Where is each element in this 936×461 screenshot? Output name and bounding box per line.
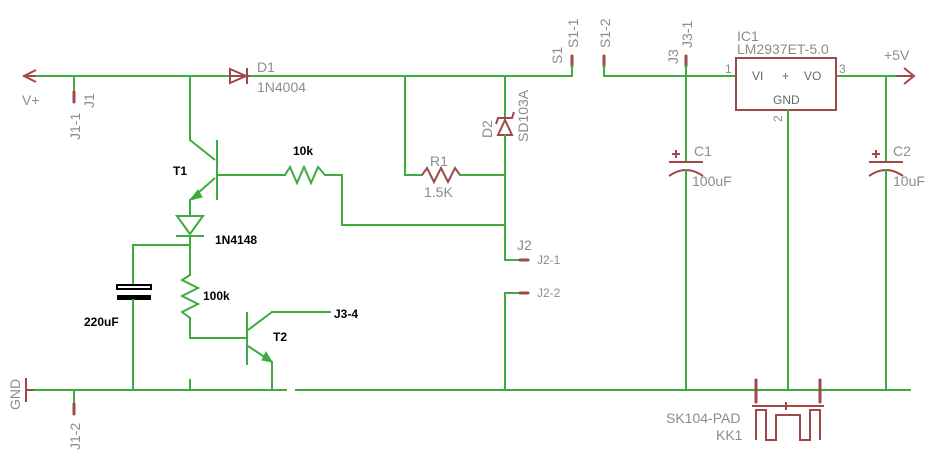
ic-gnd-label: GND xyxy=(773,93,800,107)
j3-4-label: J3-4 xyxy=(334,307,358,321)
diode-d1: D1 1N4004 xyxy=(229,59,306,95)
ic-plus-label: + xyxy=(782,69,789,83)
j3-1-label: J3-1 xyxy=(679,21,695,48)
j1-1-label: J1-1 xyxy=(67,113,83,140)
j2-label: J2 xyxy=(517,237,532,253)
diode-1n4148: 1N4148 xyxy=(175,215,257,247)
diode-d2: D2 SD103A xyxy=(479,75,531,251)
ic-vo-label: VO xyxy=(804,69,821,83)
vplus-label: V+ xyxy=(22,92,40,108)
resistor-10k: 10k xyxy=(284,144,506,226)
d2-label: D2 xyxy=(479,120,495,138)
j1-label: J1 xyxy=(81,93,97,108)
c1-label: C1 xyxy=(694,143,712,159)
s1-label: S1 xyxy=(549,47,565,64)
j3-connector: J3 J3-1 xyxy=(665,21,695,77)
r1-value: 1.5K xyxy=(424,184,453,200)
capacitor-220uf: 220uF xyxy=(84,244,191,391)
vout-output: +5V xyxy=(884,47,916,85)
kk1-label: KK1 xyxy=(716,427,743,443)
c2-value: 10uF xyxy=(893,173,925,189)
d2-value: SD103A xyxy=(515,89,531,142)
res-10k-label: 10k xyxy=(293,144,313,158)
t2-label: T2 xyxy=(273,330,287,344)
ic-pin1-label: 1 xyxy=(725,62,732,76)
ic-pin2-label: 2 xyxy=(771,115,785,122)
ic-vi-label: VI xyxy=(752,69,763,83)
heatsink-kk1: SK104-PAD KK1 xyxy=(666,378,824,443)
s1-2-label: S1-2 xyxy=(597,18,613,48)
j2-connector: J2 J2-1 J2-2 xyxy=(504,237,561,391)
cap-220uf-label: 220uF xyxy=(84,315,119,329)
capacitor-c2: C2 10uF xyxy=(868,75,925,391)
transistor-t2: T2 J3-4 xyxy=(246,307,358,391)
j2-2-label: J2-2 xyxy=(537,286,561,300)
res-100k-label: 100k xyxy=(203,289,230,303)
d1-label: D1 xyxy=(257,59,275,75)
resistor-100k: 100k xyxy=(179,244,248,339)
gnd-input: GND J1-2 xyxy=(7,378,83,450)
ic1-value: LM2937ET-5.0 xyxy=(737,41,829,57)
j1-connector: J1 J1-1 xyxy=(67,75,97,140)
capacitor-c1: C1 100uF xyxy=(668,75,732,391)
diode-1n4148-label: 1N4148 xyxy=(215,233,257,247)
d1-value: 1N4004 xyxy=(257,79,306,95)
resistor-r1: R1 1.5K xyxy=(404,75,506,200)
t1-label: T1 xyxy=(173,164,187,178)
vplus-input: V+ xyxy=(21,69,40,108)
j3-label: J3 xyxy=(665,49,681,64)
heatsink-label: SK104-PAD xyxy=(666,410,740,426)
transistor-t1: T1 xyxy=(173,75,286,216)
ic1-label: IC1 xyxy=(737,28,759,44)
c2-label: C2 xyxy=(893,143,911,159)
switch-s1: S1 S1-1 S1-2 xyxy=(549,18,613,77)
j2-1-label: J2-1 xyxy=(537,253,561,267)
r1-label: R1 xyxy=(430,153,448,169)
s1-1-label: S1-1 xyxy=(565,18,581,48)
gnd-label: GND xyxy=(7,379,23,410)
regulator-ic1: IC1 LM2937ET-5.0 VI + VO GND 1 3 2 xyxy=(725,28,846,391)
c1-value: 100uF xyxy=(692,173,732,189)
vout-label: +5V xyxy=(884,47,910,63)
j1-2-label: J1-2 xyxy=(67,423,83,450)
ic-pin3-label: 3 xyxy=(839,62,846,76)
